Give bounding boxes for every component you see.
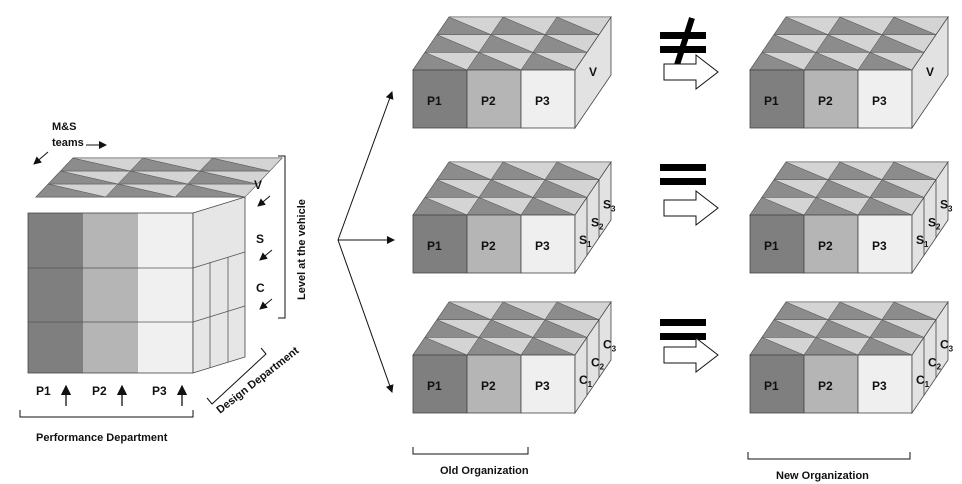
transform-arrow-row-2 [663,189,719,227]
front-label: P2 [818,239,833,253]
front-face-1 [749,69,805,129]
side-label: S3 [603,198,616,214]
old-organization-caption: Old Organization [440,465,529,477]
left-cube-side-face [192,196,246,374]
front-label: P3 [535,239,550,253]
front-face-2 [466,354,522,414]
ms-teams-label-line1: M&S [52,121,76,133]
front-label: P3 [535,379,550,393]
front-face-2 [803,214,859,274]
front-face-3 [857,214,913,274]
transform-arrow-row-3 [663,336,719,374]
perf-label-p2: P2 [92,384,107,398]
side-label: C3 [940,338,954,354]
relation-symbol-row-1 [660,17,706,69]
front-label: P1 [427,379,442,393]
side-label: S1 [579,233,592,249]
front-face-3 [520,354,576,414]
cube-side-face [911,15,949,130]
left-cube: M&S teams V S C Level at the vehicle Des… [19,121,308,444]
side-label: S2 [591,215,604,231]
performance-bracket [19,410,194,418]
front-label: P2 [481,379,496,393]
side-label: S3 [940,198,953,214]
left-cube-front-p2 [83,213,138,373]
front-face-1 [749,354,805,414]
side-label: C2 [591,355,605,371]
front-label: P2 [818,94,833,108]
front-face-3 [520,69,576,129]
front-label: P3 [872,239,887,253]
front-label: P1 [764,94,779,108]
side-label: S2 [928,215,941,231]
front-face-3 [857,354,913,414]
front-label: P1 [764,239,779,253]
front-face-1 [412,214,468,274]
level-at-vehicle-label: Level at the vehicle [296,199,308,300]
front-label: P3 [535,94,550,108]
ms-teams-label-line2: teams [52,137,84,149]
front-label: P2 [818,379,833,393]
front-label: P3 [872,94,887,108]
front-label: P2 [481,239,496,253]
fan-arrows [337,91,395,393]
ms-teams-arrow-down [33,151,49,165]
front-face-2 [466,214,522,274]
front-face-1 [412,69,468,129]
perf-label-p3: P3 [152,384,167,398]
perf-label-p1: P1 [36,384,51,398]
relation-symbol-row-2 [660,164,706,185]
side-label: C3 [603,338,617,354]
front-face-1 [749,214,805,274]
relation-symbol-row-3 [660,319,706,340]
cube-side-face [574,15,612,130]
front-label: P3 [872,379,887,393]
old-cube-row-1: P1 P2 P3 V [412,15,612,130]
front-face-2 [803,354,859,414]
old-org-bracket [412,447,529,455]
level-bracket [278,155,286,319]
side-label: C1 [916,373,930,389]
side-label: C2 [928,355,942,371]
new-cube-row-1: P1 P2 P3 V [749,15,949,130]
transform-arrow-row-1 [663,53,719,91]
side-label: S1 [916,233,929,249]
left-cube-front-p3 [138,213,193,373]
front-label: P1 [764,379,779,393]
front-face-3 [520,214,576,274]
top-tile-light [212,157,283,172]
front-label: P1 [427,239,442,253]
front-label: P1 [427,94,442,108]
side-label-s: S [256,232,264,246]
new-org-bracket [747,452,911,460]
side-label-v: V [254,178,262,192]
side-label-c: C [256,281,265,295]
front-face-2 [803,69,859,129]
side-label: V [589,65,597,79]
performance-department-label: Performance Department [36,432,168,444]
front-label: P2 [481,94,496,108]
side-label: C1 [579,373,593,389]
front-face-1 [412,354,468,414]
left-cube-front-p1 [28,213,83,373]
new-organization-caption: New Organization [776,470,869,482]
design-bracket [206,347,267,405]
side-label: V [926,65,934,79]
